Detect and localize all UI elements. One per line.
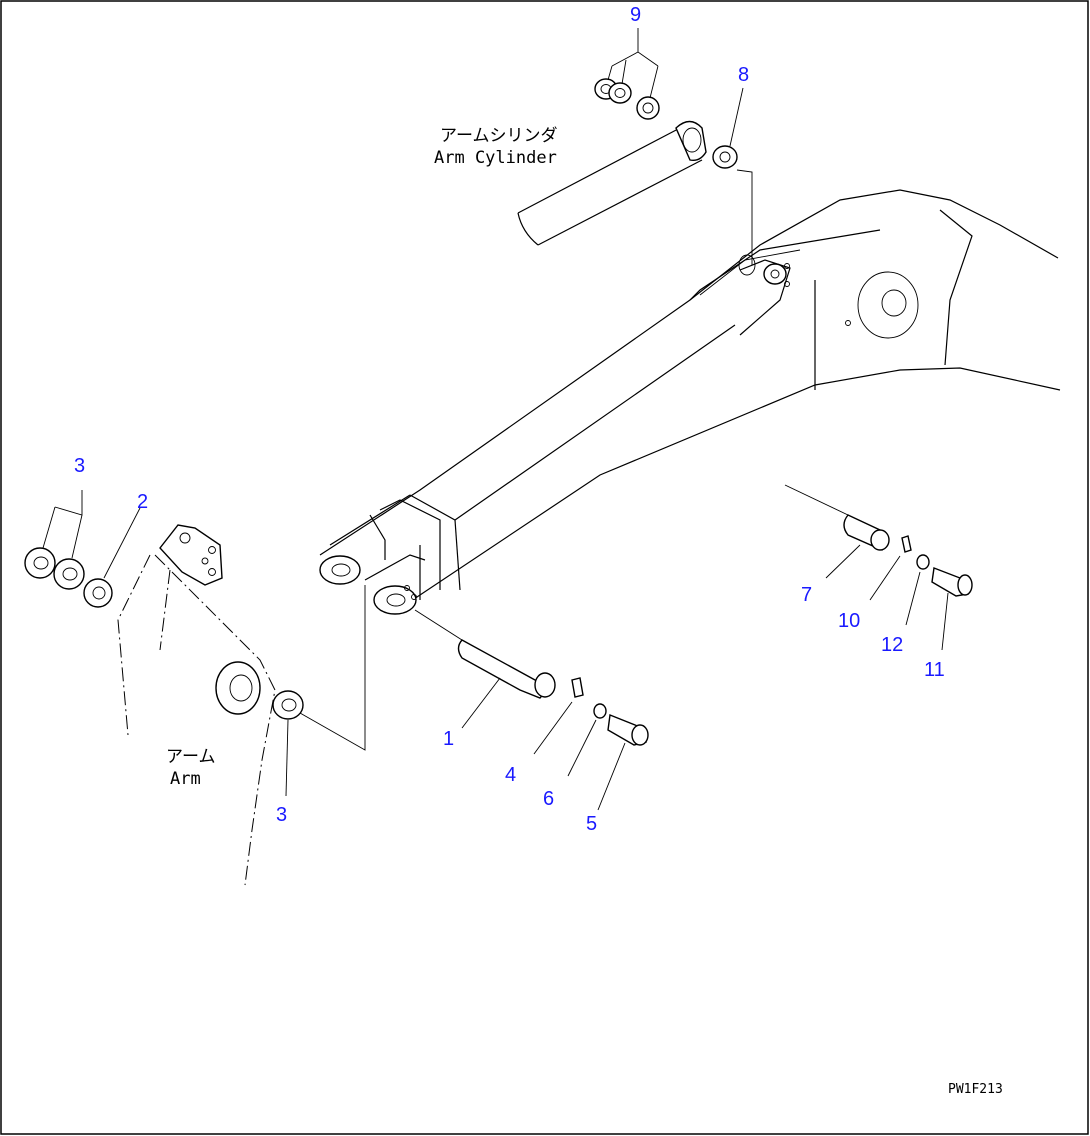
parts-7-10-12-11-fasteners	[784, 484, 973, 651]
callout-12: 12	[881, 634, 903, 656]
callout-11: 11	[924, 659, 945, 681]
part-3-2-washers-left	[24, 490, 141, 608]
callout-4: 4	[505, 764, 516, 786]
part-1-pin	[414, 609, 556, 729]
callout-10: 10	[838, 610, 860, 632]
arm-cylinder-label-en: Arm Cylinder	[434, 148, 557, 168]
part-9-shims	[594, 28, 660, 120]
callout-5: 5	[586, 813, 597, 835]
callout-3-lower: 3	[276, 804, 287, 826]
part-3-washer-lower	[272, 585, 366, 797]
arm-outline	[117, 524, 276, 886]
drawing-code: PW1F213	[948, 1082, 1003, 1097]
arm-label-en: Arm	[170, 769, 201, 789]
callout-8: 8	[738, 64, 749, 86]
boom-body	[319, 189, 1061, 615]
arm-cylinder-label-jp: アームシリンダ	[440, 126, 557, 146]
arm-cylinder	[517, 120, 707, 246]
parts-4-6-5-fasteners	[533, 677, 649, 811]
part-8-shim	[712, 87, 753, 265]
callout-9: 9	[630, 4, 641, 26]
callout-7: 7	[801, 584, 812, 606]
arm-label-jp: アーム	[166, 747, 215, 767]
callout-2: 2	[137, 491, 148, 513]
callout-3-upper: 3	[74, 455, 85, 477]
callout-1: 1	[443, 728, 454, 750]
callout-6: 6	[543, 788, 554, 810]
